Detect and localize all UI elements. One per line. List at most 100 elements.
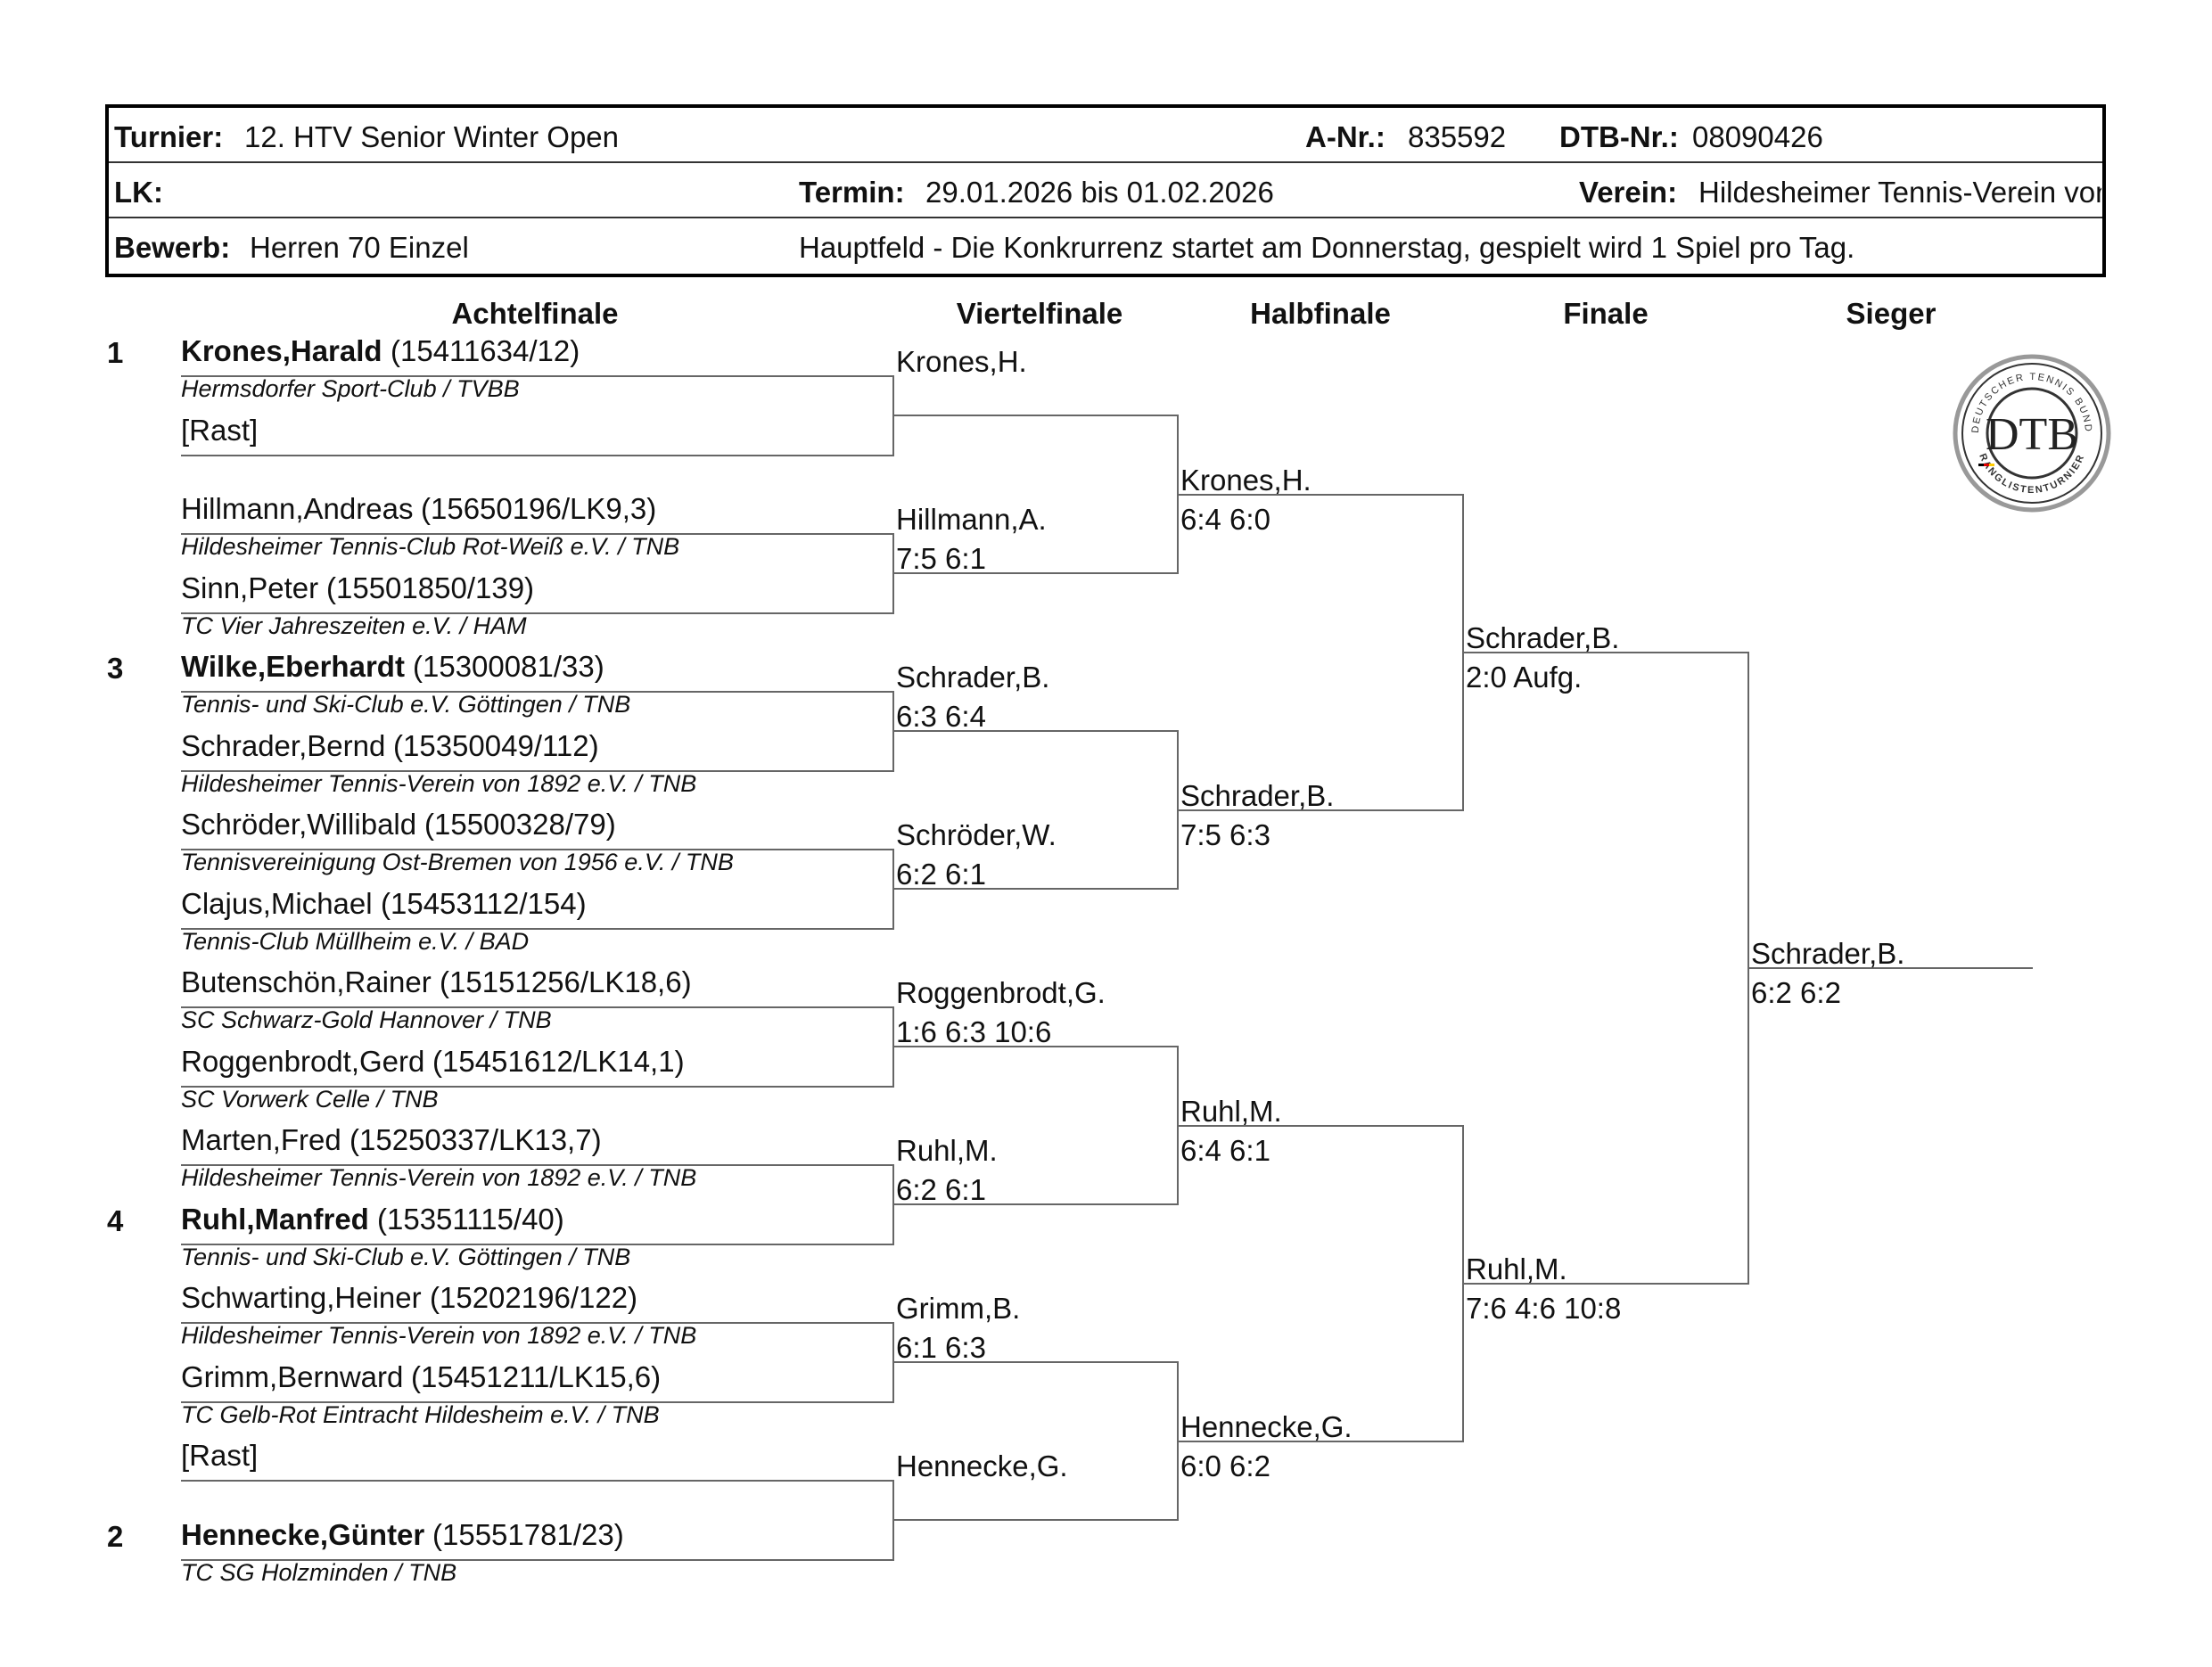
lk-label: LK: bbox=[114, 176, 163, 209]
sf-winner-name: Hennecke,G. bbox=[1180, 1409, 1353, 1443]
match-line bbox=[181, 1322, 892, 1324]
player-name: Krones,Harald bbox=[181, 334, 382, 367]
player-id: (15451612/LK14,1) bbox=[432, 1044, 685, 1078]
match-line bbox=[892, 730, 1177, 733]
player-club: TC Vier Jahreszeiten e.V. / HAM bbox=[181, 612, 527, 639]
dtbnr-label: DTB-Nr.: bbox=[1559, 120, 1679, 153]
final-winner-name: Schrader,B. bbox=[1466, 620, 1620, 654]
round-heading-viertelfinale: Viertelfinale bbox=[956, 297, 1123, 330]
player-club: TC Gelb-Rot Eintracht Hildesheim e.V. / … bbox=[181, 1400, 660, 1428]
sf-winner-name: Schrader,B. bbox=[1180, 778, 1335, 812]
winner-line bbox=[1747, 966, 2033, 969]
sf-winner-name: Krones,H. bbox=[1180, 463, 1312, 497]
player-name: Butenschön,Rainer bbox=[181, 965, 432, 998]
qf-score: 6:2 6:1 bbox=[896, 858, 986, 891]
player-name: Sinn,Peter bbox=[181, 571, 319, 604]
termin-value: 29.01.2026 bis 01.02.2026 bbox=[925, 176, 1274, 209]
round-heading-achtelfinale: Achtelfinale bbox=[451, 297, 619, 330]
match-line bbox=[892, 1203, 1177, 1206]
player-club: Hermsdorfer Sport-Club / TVBB bbox=[181, 375, 520, 403]
match-line bbox=[181, 1558, 892, 1561]
match-line bbox=[181, 533, 892, 535]
player-id: (15202196/122) bbox=[430, 1281, 638, 1314]
qf-winner-name: Hillmann,A. bbox=[896, 503, 1047, 536]
verein-label: Verein: bbox=[1579, 176, 1678, 209]
anr-label: A-Nr.: bbox=[1305, 120, 1386, 153]
header-row-competition: Bewerb: Herren 70 Einzel Hauptfeld - Die… bbox=[109, 218, 2102, 274]
header-row-tournament: Turnier: 12. HTV Senior Winter Open A-Nr… bbox=[109, 108, 2102, 163]
player-id: (15250337/LK13,7) bbox=[349, 1123, 602, 1156]
match-line bbox=[1177, 493, 1462, 496]
player-club: Tennis- und Ski-Club e.V. Göttingen / TN… bbox=[181, 1243, 631, 1270]
player-name: Schröder,Willibald bbox=[181, 808, 417, 841]
match-line bbox=[181, 927, 892, 930]
verein-value: Hildesheimer Tennis-Verein von 1892 e.V. bbox=[1698, 176, 2101, 209]
seed-number: 2 bbox=[107, 1519, 124, 1553]
player-name: Hennecke,Günter bbox=[181, 1517, 425, 1551]
player-id: (15411634/12) bbox=[391, 334, 580, 367]
player-id: (15300081/33) bbox=[413, 650, 604, 683]
player-name: Roggenbrodt,Gerd bbox=[181, 1044, 425, 1078]
match-line bbox=[892, 415, 1177, 417]
qf-score: 6:2 6:1 bbox=[896, 1173, 986, 1206]
player-id: (15551781/23) bbox=[432, 1517, 624, 1551]
qf-winner-name: Krones,H. bbox=[896, 345, 1027, 378]
seed-number: 4 bbox=[107, 1203, 124, 1237]
player-id: (15350049/112) bbox=[393, 728, 599, 762]
player-id: (15501850/139) bbox=[326, 571, 535, 604]
match-line bbox=[181, 691, 892, 693]
match-line bbox=[1177, 809, 1462, 811]
qf-score: 6:3 6:4 bbox=[896, 700, 986, 733]
player-club: Hildesheimer Tennis-Club Rot-Weiß e.V. /… bbox=[181, 533, 680, 561]
player-club: TC SG Holzminden / TNB bbox=[181, 1558, 457, 1586]
player-club: Hildesheimer Tennis-Verein von 1892 e.V.… bbox=[181, 1322, 697, 1350]
match-line bbox=[1177, 1124, 1462, 1127]
player-name: Grimm,Bernward bbox=[181, 1359, 404, 1393]
sf-score: 6:4 6:1 bbox=[1180, 1133, 1270, 1167]
match-line bbox=[181, 849, 892, 850]
draw-info: Hauptfeld - Die Konkrurrenz startet am D… bbox=[799, 231, 1855, 264]
player-club: Tennis-Club Müllheim e.V. / BAD bbox=[181, 927, 530, 955]
match-line bbox=[181, 612, 892, 614]
round-heading-halbfinale: Halbfinale bbox=[1250, 297, 1391, 330]
player-club: Hildesheimer Tennis-Verein von 1892 e.V.… bbox=[181, 1164, 697, 1192]
termin-label: Termin: bbox=[799, 176, 905, 209]
match-line bbox=[1462, 1282, 1747, 1285]
seed-number: 3 bbox=[107, 652, 124, 685]
final-score: 2:0 Aufg. bbox=[1466, 660, 1583, 694]
dtb-ranking-tournament-logo: DEUTSCHER TENNIS BUND RANGLISTENTURNIER … bbox=[1953, 354, 2111, 513]
match-line bbox=[892, 1046, 1177, 1048]
match-line bbox=[181, 1164, 892, 1166]
match-line bbox=[892, 1519, 1177, 1522]
qf-score: 1:6 6:3 10:6 bbox=[896, 1015, 1052, 1048]
player-club: Tennis- und Ski-Club e.V. Göttingen / TN… bbox=[181, 691, 631, 719]
qf-winner-name: Schröder,W. bbox=[896, 818, 1057, 851]
player-name: Wilke,Eberhardt bbox=[181, 650, 405, 683]
player-name: [Rast] bbox=[181, 1439, 259, 1472]
tournament-name: 12. HTV Senior Winter Open bbox=[244, 120, 620, 153]
qf-winner-name: Ruhl,M. bbox=[896, 1134, 998, 1167]
player-id: (15151256/LK18,6) bbox=[440, 965, 692, 998]
match-line bbox=[181, 375, 892, 377]
sf-winner-name: Ruhl,M. bbox=[1180, 1094, 1282, 1128]
match-line bbox=[181, 1006, 892, 1008]
champion-score: 6:2 6:2 bbox=[1751, 975, 1841, 1009]
qf-winner-name: Hennecke,G. bbox=[896, 1449, 1068, 1482]
player-club: SC Schwarz-Gold Hannover / TNB bbox=[181, 1006, 552, 1034]
qf-winner-name: Grimm,B. bbox=[896, 1292, 1021, 1325]
qf-winner-name: Roggenbrodt,G. bbox=[896, 976, 1106, 1009]
dtbnr-value: 08090426 bbox=[1692, 120, 1823, 153]
match-line bbox=[1462, 651, 1747, 653]
player-name: Hillmann,Andreas bbox=[181, 492, 414, 525]
match-line bbox=[181, 769, 892, 772]
champion-name: Schrader,B. bbox=[1751, 936, 1905, 970]
qf-winner-name: Schrader,B. bbox=[896, 661, 1050, 694]
match-line bbox=[1177, 1440, 1462, 1442]
player-name: Schrader,Bernd bbox=[181, 728, 386, 762]
bewerb-label: Bewerb: bbox=[114, 231, 231, 264]
logo-text: DTB bbox=[1986, 409, 2078, 460]
turnier-label: Turnier: bbox=[114, 120, 224, 153]
bewerb-value: Herren 70 Einzel bbox=[250, 231, 469, 264]
match-line bbox=[892, 1361, 1177, 1364]
anr-value: 835592 bbox=[1408, 120, 1507, 153]
